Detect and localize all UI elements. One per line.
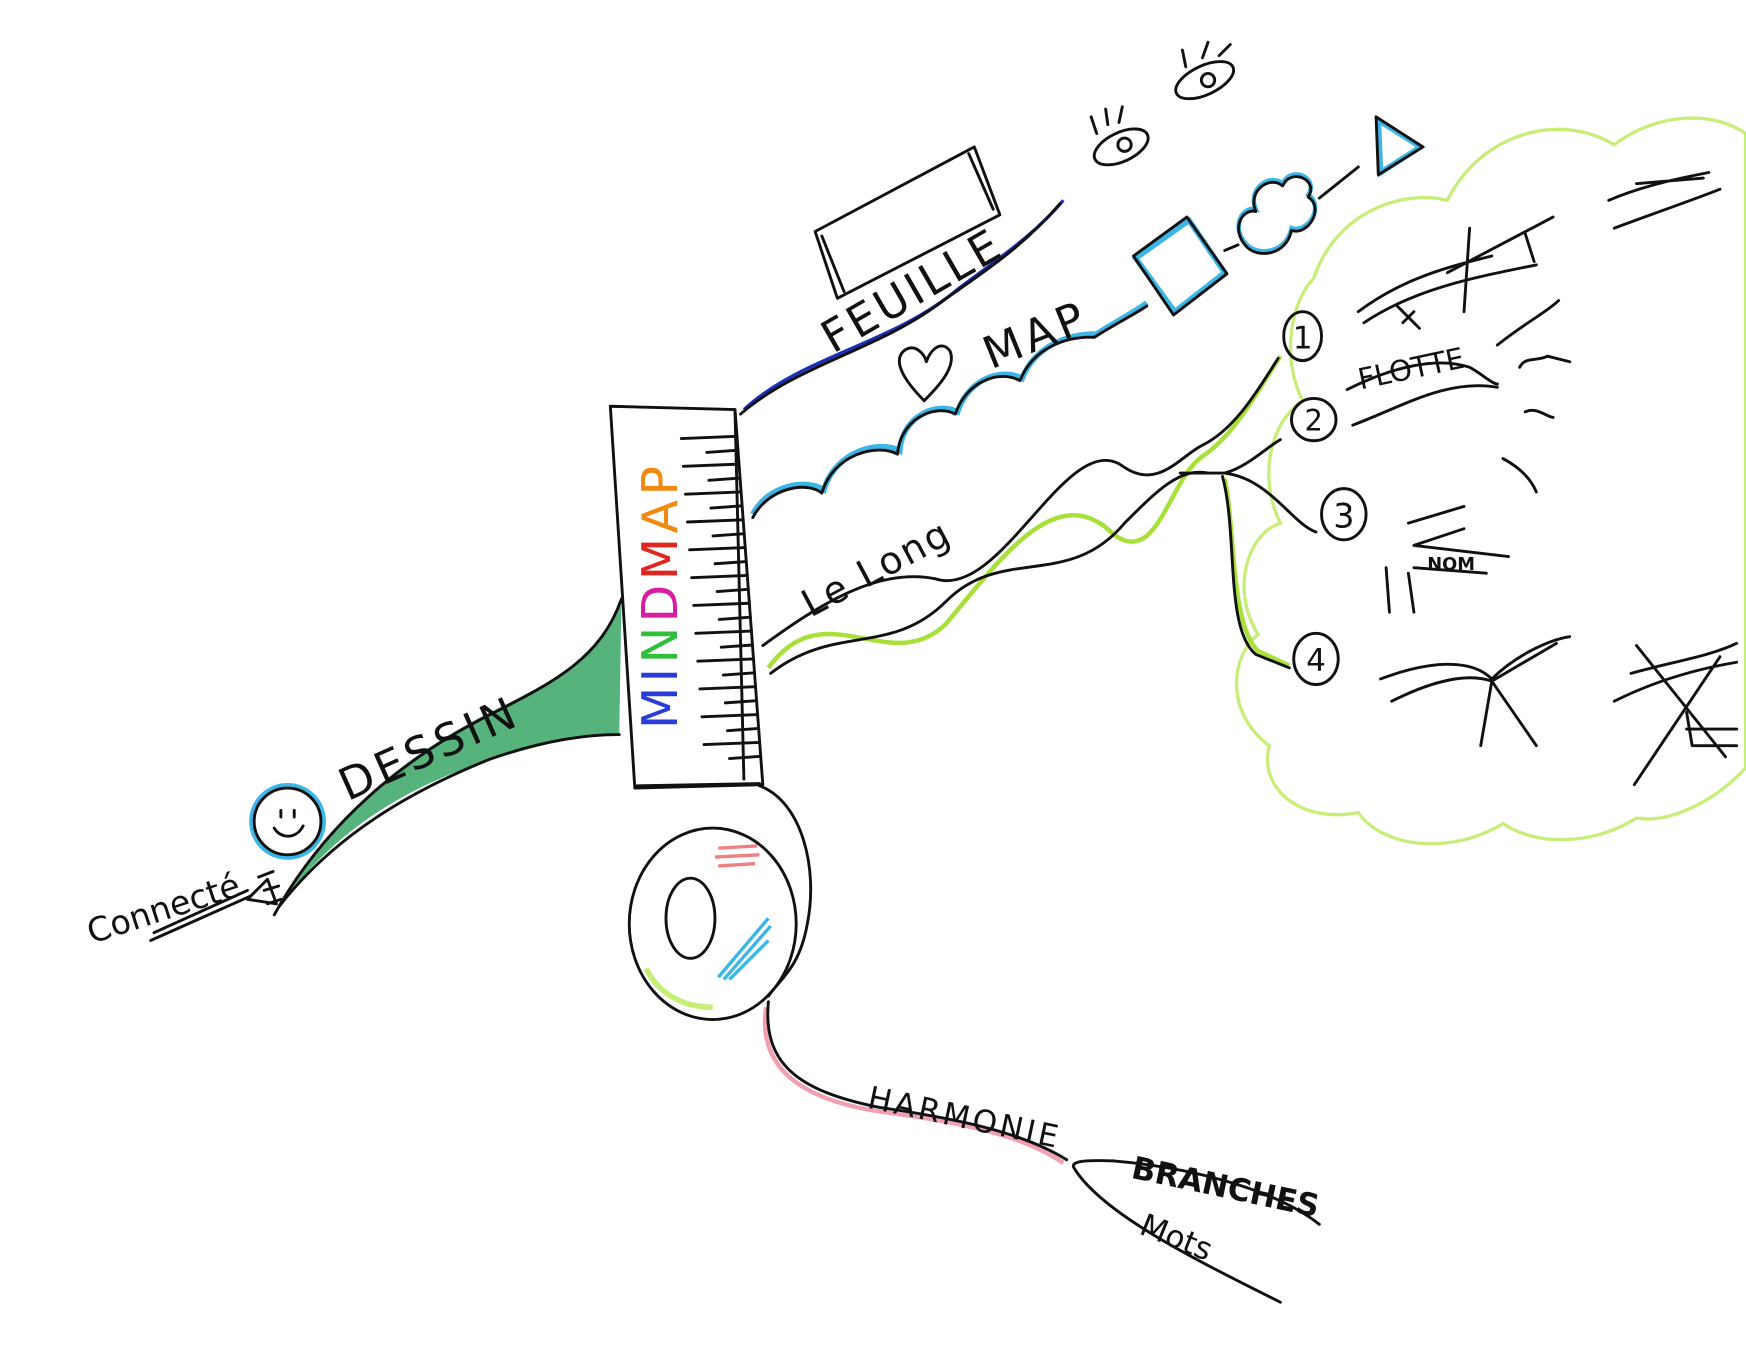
label-connecte: Connecté bbox=[82, 865, 245, 951]
central-ruler: MINDMAP bbox=[608, 404, 765, 790]
ruler-tick bbox=[709, 504, 744, 510]
label-le-long: Le Long bbox=[794, 510, 958, 625]
ruler-tick bbox=[688, 546, 747, 552]
ruler-tick bbox=[681, 462, 741, 468]
ruler-tick bbox=[726, 727, 761, 733]
title-letter: N bbox=[632, 622, 689, 663]
ruler-tick bbox=[692, 601, 751, 607]
number-node-1: 1 bbox=[1282, 310, 1323, 363]
eye-icon bbox=[1089, 105, 1150, 167]
ruler-tick bbox=[698, 685, 757, 691]
ruler-tick bbox=[683, 490, 743, 496]
ruler-tick bbox=[702, 740, 762, 747]
ruler-tick bbox=[700, 713, 760, 719]
svg-text:3: 3 bbox=[1333, 497, 1354, 536]
label-map: MAP bbox=[976, 292, 1096, 380]
smiley-icon bbox=[249, 783, 326, 860]
number-node-4: 4 bbox=[1292, 631, 1340, 686]
svg-text:4: 4 bbox=[1306, 643, 1326, 679]
sketch-lines: FLOTTE NOM bbox=[1345, 171, 1739, 787]
label-mots: Mots bbox=[1135, 1207, 1217, 1268]
number-node-3: 3 bbox=[1320, 487, 1368, 542]
ruler-tick bbox=[686, 518, 745, 524]
ruler-tick bbox=[717, 615, 752, 621]
ruler-tick bbox=[690, 573, 749, 580]
svg-text:2: 2 bbox=[1305, 404, 1323, 438]
title-letter: D bbox=[632, 580, 689, 622]
ruler-tick bbox=[705, 448, 740, 454]
title-letter: M bbox=[632, 533, 689, 580]
branch-dessin: DESSIN Connecté bbox=[82, 597, 623, 951]
ruler-tick bbox=[723, 699, 759, 705]
ruler-tick bbox=[696, 657, 755, 663]
number-node-2: 2 bbox=[1290, 397, 1338, 443]
ruler-tick bbox=[713, 560, 748, 566]
svg-text:1: 1 bbox=[1293, 320, 1313, 356]
tape-roll bbox=[627, 784, 813, 1021]
square-icon bbox=[1131, 216, 1229, 316]
branch-harmonie: HARMONIE BRANCHES Mots bbox=[762, 1000, 1322, 1304]
title-letter: P bbox=[632, 462, 689, 496]
heart-icon bbox=[897, 344, 953, 403]
ruler-tick bbox=[721, 671, 756, 677]
label-nom: NOM bbox=[1427, 554, 1475, 575]
green-cloud-outline bbox=[1234, 116, 1746, 846]
title-letter: A bbox=[632, 495, 689, 533]
plug-icon bbox=[149, 870, 283, 942]
label-harmonie: HARMONIE bbox=[865, 1080, 1065, 1156]
central-title: MINDMAP bbox=[632, 462, 689, 730]
ruler-tick bbox=[728, 754, 763, 760]
title-letter: I bbox=[632, 663, 689, 682]
ruler-tick bbox=[715, 587, 750, 594]
title-letter: M bbox=[632, 682, 689, 729]
ruler-tick bbox=[694, 629, 753, 635]
ruler-tick bbox=[707, 476, 742, 482]
ruler-tick bbox=[679, 434, 739, 440]
ruler-tick bbox=[711, 532, 746, 538]
triangle-icon bbox=[1375, 115, 1426, 178]
eye-icon bbox=[1174, 40, 1236, 101]
ruler-tick bbox=[719, 643, 754, 649]
